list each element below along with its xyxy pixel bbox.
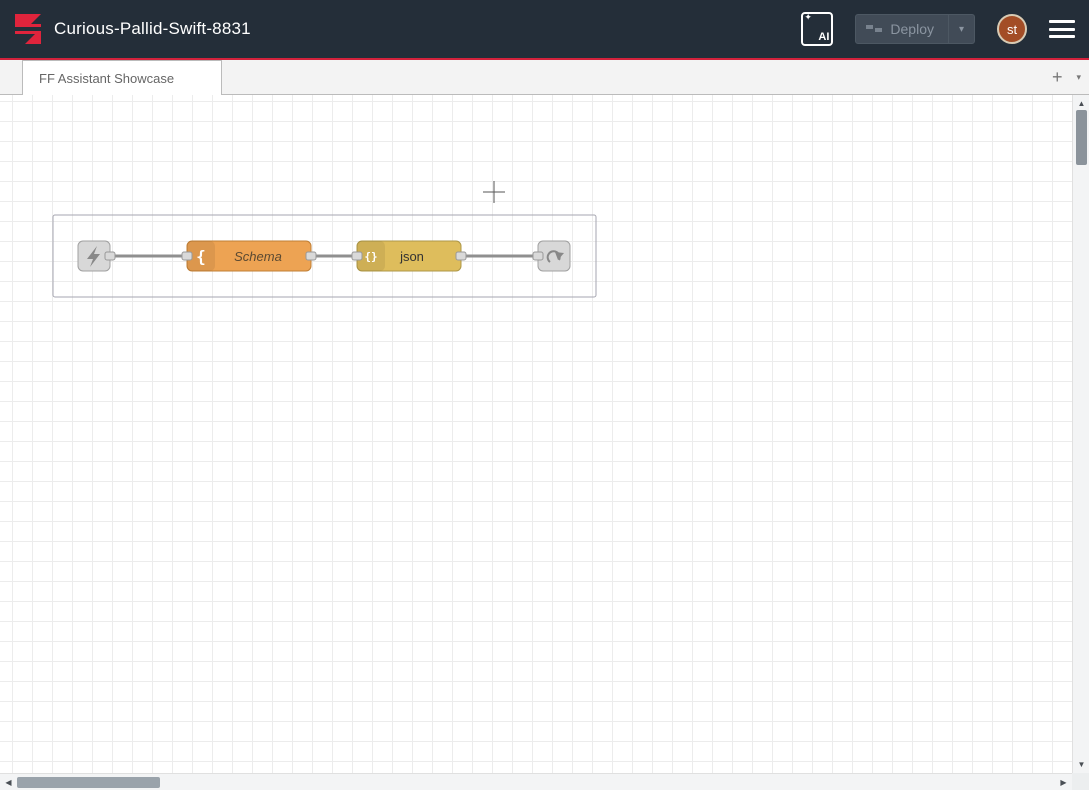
flow-svg: { Schema {} json (52, 181, 597, 298)
deploy-button-main[interactable]: Deploy (856, 15, 948, 43)
bolt-icon (87, 246, 100, 267)
add-flow-button[interactable]: + (1051, 67, 1063, 87)
port-in[interactable] (181, 251, 193, 261)
scroll-up-icon[interactable]: ▲ (1077, 99, 1086, 108)
horizontal-scrollbar-thumb[interactable] (17, 777, 160, 788)
ai-assistant-button[interactable]: ✦ AI (801, 12, 834, 46)
json-icon-panel (357, 241, 385, 271)
schema-icon-panel (187, 241, 215, 271)
crosshair-cursor (483, 181, 505, 203)
app-header: Curious-Pallid-Swift-8831 ✦ AI Deploy ▾ … (0, 0, 1089, 60)
schema-node-label: Schema (234, 249, 282, 264)
sparkle-icon: ✦ (804, 12, 812, 22)
json-node-label: json (399, 249, 424, 264)
tab-ff-assistant-showcase[interactable]: FF Assistant Showcase (22, 60, 222, 95)
port-out[interactable] (455, 251, 467, 261)
workspace-tab-bar: FF Assistant Showcase + ▾ (0, 60, 1089, 95)
flow-group[interactable] (52, 214, 597, 298)
avatar-initials: st (1006, 21, 1018, 37)
schema-node[interactable]: { Schema (186, 240, 312, 272)
menu-bar (1049, 35, 1075, 38)
scroll-right-icon[interactable]: ▶ (1060, 778, 1067, 787)
avatar[interactable]: st (997, 14, 1027, 44)
port-in[interactable] (532, 251, 544, 261)
deploy-label: Deploy (890, 21, 934, 37)
flow-list-caret-icon[interactable]: ▾ (1076, 71, 1081, 82)
flowfuse-logo-icon (15, 14, 41, 44)
port-in[interactable] (351, 251, 363, 261)
menu-bar (1049, 27, 1075, 31)
tab-label: FF Assistant Showcase (39, 70, 175, 86)
vertical-scrollbar-thumb[interactable] (1076, 110, 1087, 165)
brace-icon: { (196, 247, 206, 266)
page-title: Curious-Pallid-Swift-8831 (54, 19, 251, 38)
ai-label: AI (818, 31, 830, 43)
arrow-out-icon (546, 250, 564, 263)
link-out-node[interactable] (537, 240, 571, 272)
port-out[interactable] (305, 251, 317, 261)
main-menu-button[interactable] (1049, 19, 1075, 39)
deploy-dropdown-caret[interactable]: ▾ (948, 15, 974, 43)
braces-icon: {} (364, 250, 377, 263)
menu-bar (1049, 20, 1075, 23)
chevron-down-icon: ▾ (958, 23, 965, 35)
deploy-icon (866, 23, 883, 35)
port-out[interactable] (104, 251, 116, 261)
vertical-scrollbar[interactable]: ▲ ▼ (1072, 95, 1089, 773)
flow-canvas[interactable]: { Schema {} json (0, 95, 1072, 773)
scroll-left-icon[interactable]: ◀ (5, 778, 12, 787)
horizontal-scrollbar[interactable]: ◀ ▶ (0, 773, 1072, 790)
scroll-down-icon[interactable]: ▼ (1077, 760, 1086, 769)
scrollbar-corner (1072, 773, 1089, 790)
deploy-button[interactable]: Deploy ▾ (855, 14, 975, 44)
json-node[interactable]: {} json (356, 240, 462, 272)
